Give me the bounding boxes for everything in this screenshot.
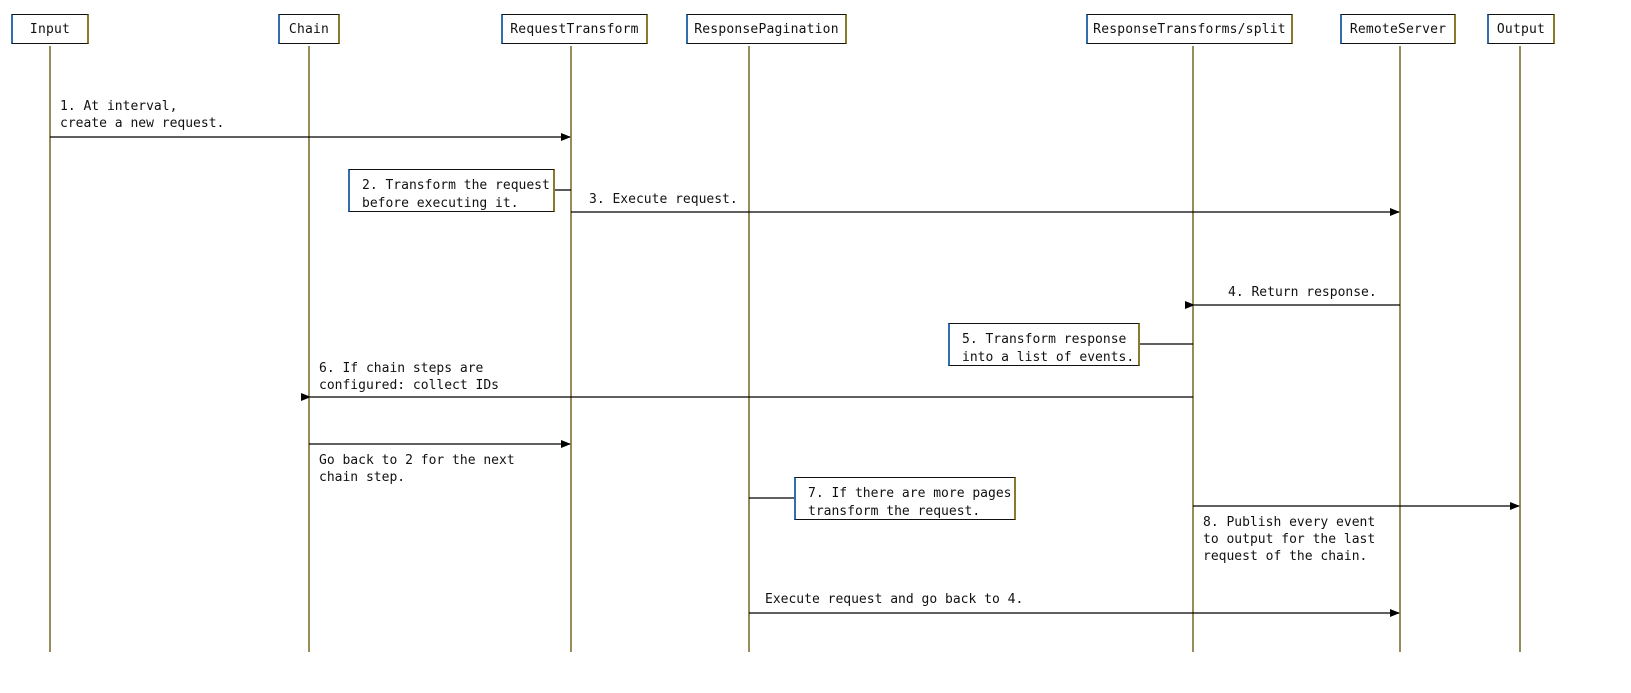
message-label-m1: 1. At interval, create a new request. — [60, 99, 225, 131]
participant-remote_server[interactable]: RemoteServer — [1340, 14, 1456, 44]
note-n2[interactable]: 2. Transform the request before executin… — [348, 169, 555, 212]
message-label-m_goback4: Execute request and go back to 4. — [765, 592, 1024, 607]
participant-label: RequestTransform — [510, 21, 639, 37]
participant-label: Input — [29, 21, 71, 37]
participant-label: ResponseTransforms/split — [1093, 21, 1286, 37]
participant-request_transform[interactable]: RequestTransform — [501, 14, 648, 44]
participant-chain[interactable]: Chain — [278, 14, 340, 44]
message-label-m3: 3. Execute request. — [589, 192, 738, 207]
participant-output[interactable]: Output — [1487, 14, 1555, 44]
participant-label: ResponsePagination — [694, 21, 839, 37]
note-text: 7. If there are more pages transform the… — [808, 486, 1012, 519]
participant-response_pagination[interactable]: ResponsePagination — [686, 14, 847, 44]
message-arrows-layer — [50, 133, 1520, 617]
participant-input[interactable]: Input — [11, 14, 89, 44]
note-n5[interactable]: 5. Transform response into a list of eve… — [948, 323, 1140, 366]
note-n7[interactable]: 7. If there are more pages transform the… — [794, 477, 1016, 520]
participant-label: RemoteServer — [1349, 21, 1447, 37]
lifelines-layer — [49, 46, 1521, 652]
message-label-m6: 6. If chain steps are configured: collec… — [319, 361, 500, 393]
message-label-m8: 8. Publish every event to output for the… — [1203, 515, 1376, 564]
participant-label: Output — [1496, 21, 1546, 37]
participant-response_transforms[interactable]: ResponseTransforms/split — [1086, 14, 1293, 44]
message-label-m4: 4. Return response. — [1228, 285, 1377, 300]
message-label-m_goback2: Go back to 2 for the next chain step. — [319, 453, 515, 485]
note-connectors-layer — [555, 189, 1193, 499]
note-text: 5. Transform response into a list of eve… — [962, 332, 1135, 365]
participant-label: Chain — [288, 21, 330, 37]
note-text: 2. Transform the request before executin… — [362, 178, 550, 211]
